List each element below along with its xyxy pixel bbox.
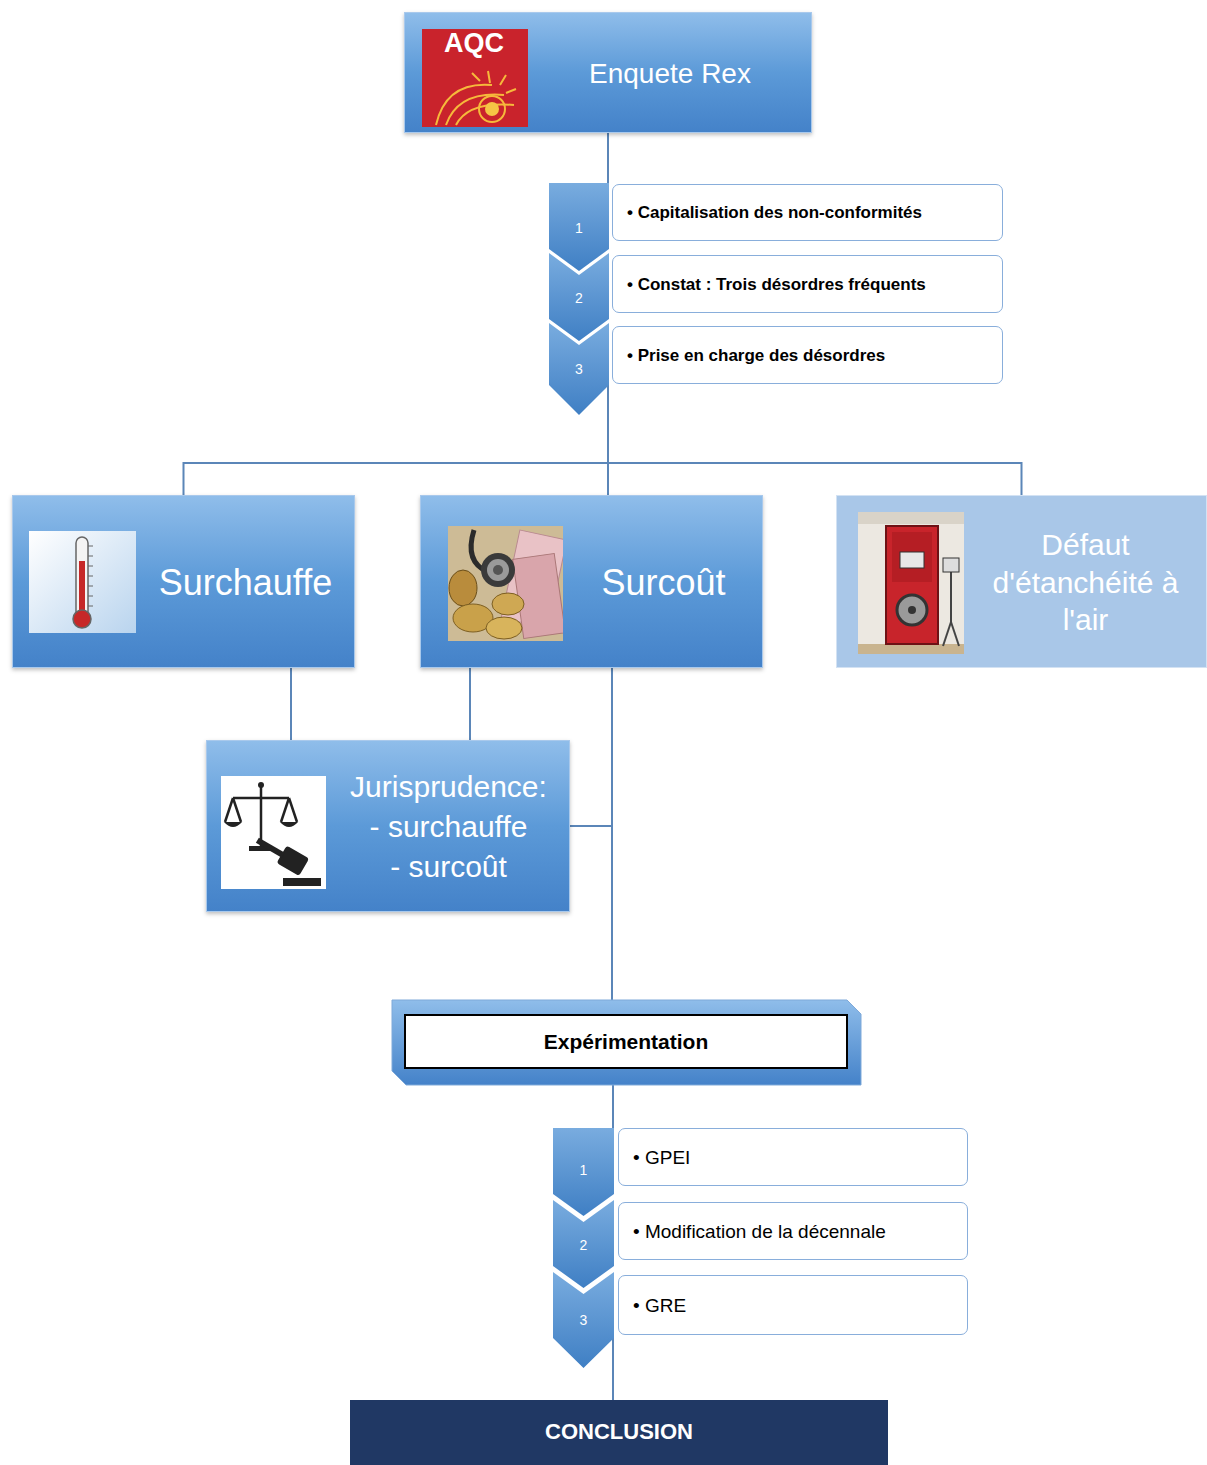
text-area: 1 bbox=[549, 217, 609, 239]
outline bbox=[549, 183, 609, 271]
outline bbox=[549, 323, 609, 415]
step-text: • Prise en charge des désordres bbox=[627, 346, 996, 366]
connector-line bbox=[184, 385, 609, 495]
step-text: • Constat : Trois désordres fréquents bbox=[627, 275, 996, 295]
title-text: Enquete Rex bbox=[533, 57, 807, 91]
outline bbox=[553, 1200, 614, 1288]
topic-text: Surchauffe bbox=[143, 561, 348, 604]
step-text: • GRE bbox=[633, 1295, 961, 1318]
step-chevron: 3 bbox=[549, 323, 609, 415]
step-chevron: 1 bbox=[549, 183, 609, 271]
conclusion-bar: CONCLUSION bbox=[350, 1400, 888, 1465]
text-area: Enquete Rex bbox=[533, 21, 807, 126]
text-area: 3 bbox=[549, 358, 609, 380]
logo-text: AQC bbox=[421, 28, 527, 58]
topic-box-muted: Défaut d'étanchéité à l'air bbox=[836, 495, 1207, 668]
step-text: • GPEI bbox=[633, 1147, 961, 1170]
step-box: • Prise en charge des désordres bbox=[612, 326, 1003, 384]
step-box: • Constat : Trois désordres fréquents bbox=[612, 255, 1003, 313]
box-icon bbox=[221, 776, 326, 889]
step-box: • GRE bbox=[618, 1275, 968, 1335]
icon-picture bbox=[448, 526, 567, 641]
case-law-text: - surcoût bbox=[332, 847, 565, 887]
step-box: • Modification de la décennale bbox=[618, 1202, 968, 1260]
box-icon bbox=[448, 526, 563, 641]
step-chevron: 3 bbox=[553, 1272, 614, 1368]
step-number: 1 bbox=[553, 1162, 614, 1179]
text-area: Expérimentation bbox=[407, 1017, 845, 1066]
text-area: CONCLUSION bbox=[356, 1404, 882, 1461]
icon-picture bbox=[422, 29, 528, 127]
banner-text: Expérimentation bbox=[407, 1029, 845, 1054]
outline bbox=[553, 1128, 614, 1216]
box-icon bbox=[29, 531, 136, 633]
banner-inner-box bbox=[405, 1015, 847, 1068]
text-area: • GPEI bbox=[633, 1131, 961, 1185]
text-area: Surcoût bbox=[571, 506, 756, 659]
topic-box: Surcoût bbox=[420, 495, 763, 668]
text-area: • Capitalisation des non-conformités bbox=[627, 187, 996, 240]
icon-picture bbox=[221, 776, 326, 889]
topic-text: Défaut d'étanchéité à l'air bbox=[969, 526, 1202, 639]
step-box: • GPEI bbox=[618, 1128, 968, 1186]
step-number: 3 bbox=[553, 1312, 614, 1329]
text-area: Surchauffe bbox=[143, 506, 348, 659]
text-area: Défaut d'étanchéité à l'air bbox=[969, 506, 1202, 659]
icon-picture bbox=[858, 512, 964, 654]
connector-line bbox=[612, 1085, 614, 1128]
step-box: • Capitalisation des non-conformités bbox=[612, 184, 1003, 241]
step-text: • Capitalisation des non-conformités bbox=[627, 203, 996, 223]
step-number: 2 bbox=[553, 1237, 614, 1254]
text-area: 2 bbox=[549, 287, 609, 309]
section-banner: Expérimentation bbox=[392, 1000, 861, 1085]
text-area: • Constat : Trois désordres fréquents bbox=[627, 258, 996, 312]
case-law-text: Jurisprudence: bbox=[332, 767, 565, 807]
connector-line bbox=[612, 1338, 614, 1400]
box-icon bbox=[858, 512, 964, 654]
outline bbox=[549, 253, 609, 341]
text-area: • GRE bbox=[633, 1278, 961, 1334]
topic-box: Surchauffe bbox=[12, 495, 355, 668]
text-area: 1 bbox=[553, 1159, 614, 1181]
connector-line bbox=[469, 668, 471, 740]
step-chevron: 1 bbox=[553, 1128, 614, 1216]
step-chevron: 2 bbox=[549, 253, 609, 341]
step-chevron: 2 bbox=[553, 1200, 614, 1288]
step-number: 2 bbox=[549, 290, 609, 307]
case-law-text: - surchauffe bbox=[332, 807, 565, 847]
text-area: 3 bbox=[553, 1309, 614, 1331]
connector-line bbox=[608, 385, 1022, 495]
outline bbox=[553, 1272, 614, 1368]
topic-text: Surcoût bbox=[571, 561, 756, 604]
text-area: • Prise en charge des désordres bbox=[627, 329, 996, 383]
step-text: • Modification de la décennale bbox=[633, 1221, 961, 1244]
outline bbox=[392, 1000, 861, 1085]
connector-line bbox=[607, 133, 609, 183]
icon-picture bbox=[29, 531, 136, 633]
connector-line bbox=[290, 668, 292, 740]
text-area: • Modification de la décennale bbox=[633, 1205, 961, 1259]
conclusion-text: CONCLUSION bbox=[356, 1419, 882, 1445]
step-number: 3 bbox=[549, 361, 609, 378]
case-law-box: Jurisprudence:- surchauffe- surcoût bbox=[206, 740, 570, 912]
text-area: Jurisprudence:- surchauffe- surcoût bbox=[332, 753, 565, 901]
step-number: 1 bbox=[549, 220, 609, 237]
text-area: 2 bbox=[553, 1234, 614, 1256]
connector-line bbox=[570, 826, 612, 1000]
